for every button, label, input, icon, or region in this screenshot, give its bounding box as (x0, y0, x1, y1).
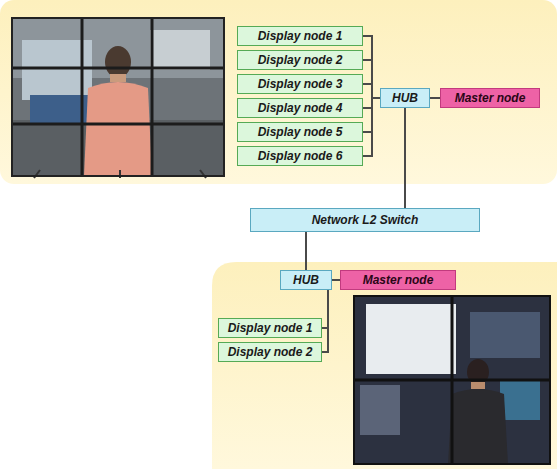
node-label: HUB (293, 273, 319, 287)
display-node-box: Display node 3 (237, 74, 363, 94)
hub-box: HUB (280, 270, 332, 290)
node-label: Display node 2 (258, 53, 343, 67)
network-link (405, 108, 406, 208)
node-label: HUB (392, 91, 418, 105)
network-link (363, 36, 380, 98)
display-photo (354, 296, 550, 464)
site-panel (212, 262, 557, 469)
display-node-box: Display node 4 (237, 98, 363, 118)
hub-box: HUB (380, 88, 430, 108)
master-node-box: Master node (340, 270, 456, 290)
node-label: Network L2 Switch (312, 213, 419, 227)
switch-box: Network L2 Switch (250, 208, 480, 232)
display-node-box: Display node 2 (237, 50, 363, 70)
node-label: Master node (455, 91, 526, 105)
network-link (430, 98, 440, 99)
node-label: Display node 3 (258, 77, 343, 91)
network-link (322, 290, 328, 352)
site-panel (0, 0, 557, 184)
network-link (363, 60, 380, 98)
node-label: Display node 4 (258, 101, 343, 115)
network-link (363, 98, 380, 156)
network-link (363, 84, 380, 98)
tiled-display-photo (12, 18, 224, 178)
node-label: Display node 1 (228, 321, 313, 335)
display-node-box: Display node 1 (237, 26, 363, 46)
display-node-box: Display node 1 (218, 318, 322, 338)
node-label: Display node 5 (258, 125, 343, 139)
display-node-box: Display node 2 (218, 342, 322, 362)
network-link (332, 280, 340, 281)
display-node-box: Display node 5 (237, 122, 363, 142)
display-node-box: Display node 6 (237, 146, 363, 166)
master-node-box: Master node (440, 88, 540, 108)
node-label: Display node 1 (258, 29, 343, 43)
node-label: Master node (363, 273, 434, 287)
network-link (306, 232, 307, 270)
node-label: Display node 6 (258, 149, 343, 163)
node-label: Display node 2 (228, 345, 313, 359)
